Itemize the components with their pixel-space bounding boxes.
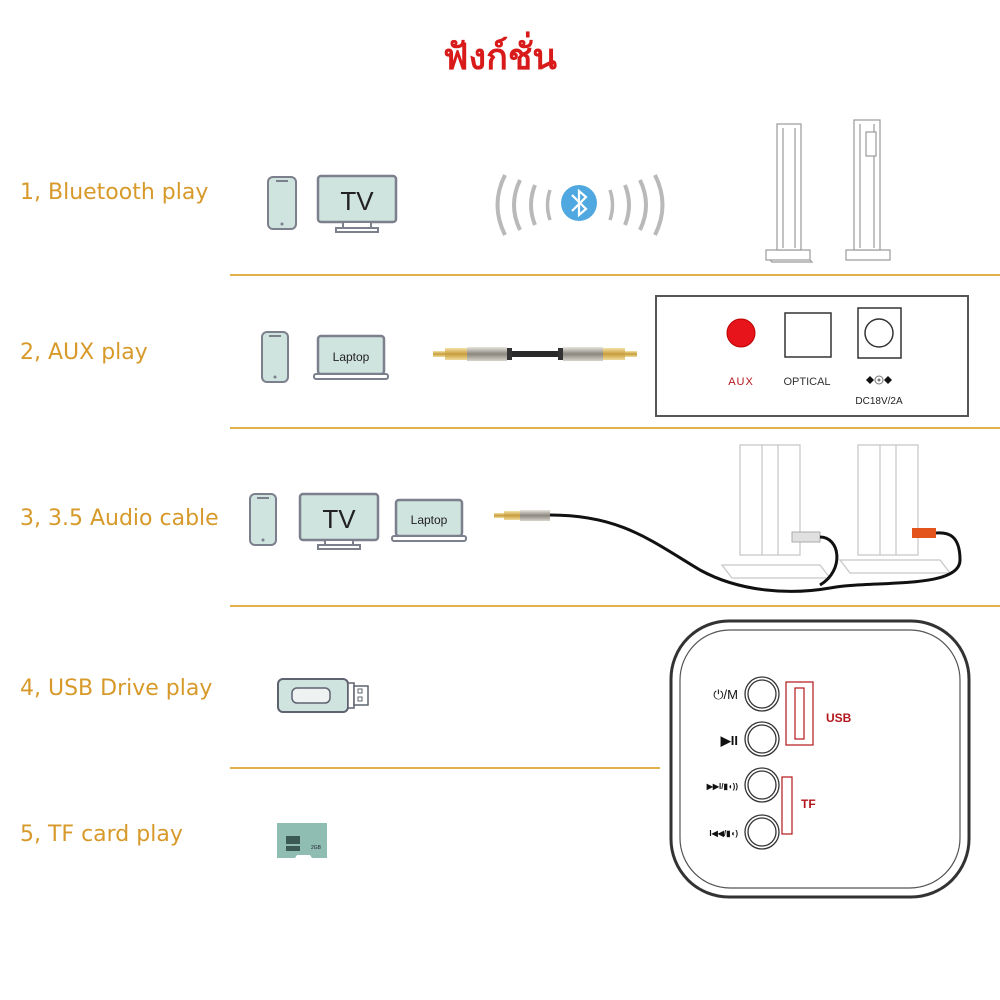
soundbar-towers-illustration xyxy=(765,119,891,263)
speakers-with-cable-illustration xyxy=(494,444,962,593)
tv-text: TV xyxy=(322,504,356,534)
row-label-tf: 5, TF card play xyxy=(20,822,183,847)
divider-3 xyxy=(230,605,1000,607)
dc-power-label: DC18V/2A xyxy=(855,396,903,407)
play-pause-label: ▶II xyxy=(720,733,738,748)
phone-icon xyxy=(267,176,297,230)
aux-cable-icon xyxy=(433,347,637,361)
prev-volume-down-button[interactable]: I◀◀/▮◖) xyxy=(709,814,780,850)
tv-text: TV xyxy=(340,186,374,216)
tv-icon: TV xyxy=(298,492,380,550)
phone-icon xyxy=(261,331,289,383)
power-mode-button[interactable]: ⏻/M xyxy=(713,676,780,712)
tf-card-icon: 2GB xyxy=(277,823,327,858)
dc-power-port-icon xyxy=(864,318,894,348)
aux-jack-icon xyxy=(726,318,756,348)
usb-port-label: USB xyxy=(826,711,852,725)
laptop-icon: Laptop xyxy=(391,498,467,542)
next-volume-up-label: ▶▶I/▮◖)) xyxy=(706,782,739,791)
phone-icon xyxy=(249,493,277,546)
tf-card-slot xyxy=(781,776,793,835)
control-panel: ⏻/M ▶II ▶▶I/▮◖)) I◀◀/▮◖) USB TF xyxy=(669,619,971,899)
tf-card-capacity: 2GB xyxy=(311,845,322,851)
divider-1 xyxy=(230,274,1000,276)
laptop-text: Laptop xyxy=(333,350,370,364)
bluetooth-icon xyxy=(495,174,665,236)
divider-4 xyxy=(230,767,660,769)
aux-port-label: AUX xyxy=(728,376,754,388)
row-label-bluetooth: 1, Bluetooth play xyxy=(20,180,209,205)
laptop-text: Laptop xyxy=(411,513,448,527)
row-label-usb: 4, USB Drive play xyxy=(20,676,213,701)
optical-port-icon xyxy=(784,312,832,358)
usb-drive-icon xyxy=(277,678,369,713)
optical-port-label: OPTICAL xyxy=(783,376,830,388)
laptop-icon: Laptop xyxy=(313,334,389,380)
tf-slot-label: TF xyxy=(801,797,816,811)
polarity-icon xyxy=(866,375,892,385)
page-title: ฟังก์ชั่น xyxy=(443,36,557,78)
play-pause-button[interactable]: ▶II xyxy=(720,721,780,757)
tv-icon: TV xyxy=(316,174,398,233)
divider-2 xyxy=(230,427,1000,429)
prev-volume-down-label: I◀◀/▮◖) xyxy=(709,829,738,838)
next-volume-up-button[interactable]: ▶▶I/▮◖)) xyxy=(706,767,780,803)
row-label-audio-cable: 3, 3.5 Audio cable xyxy=(20,506,219,531)
usb-port xyxy=(785,681,814,746)
row-label-aux: 2, AUX play xyxy=(20,340,148,365)
rear-panel: AUX OPTICAL DC18V/2A xyxy=(655,295,969,417)
power-mode-label: ⏻/M xyxy=(713,687,738,702)
